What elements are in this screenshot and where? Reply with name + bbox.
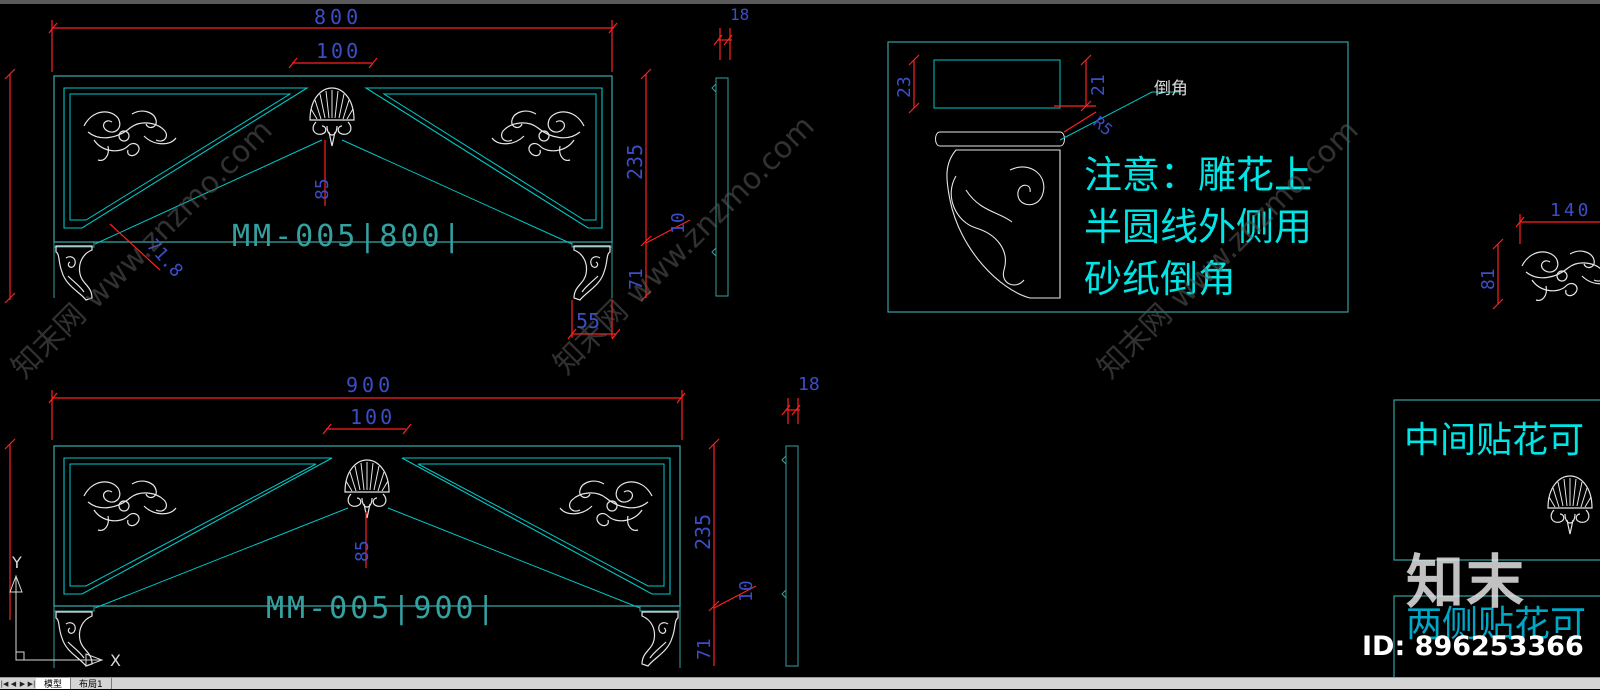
shell-ornament [309,87,355,147]
dim-detail-c: R5 [1089,113,1116,140]
dim-right-h: 81 [1478,268,1499,290]
layout-tab-bar: |◀ ◀ ▶ ▶| 模型 布局1 [0,677,1600,690]
scroll-ornament-left-2 [83,480,177,531]
scroll-ornament-right-2 [559,480,653,531]
dim-top-center: 100 [316,39,361,63]
dim-top-offset: 10 [668,212,689,234]
ucs-x-label: X [110,651,121,670]
label-top-panel: MM-005|800| [232,219,464,254]
dim-top-width: 800 [314,5,362,29]
top-panel-elevation[interactable]: 800 100 235 71 10 55 18 85 71.8 MM-005|8… [4,5,749,340]
dim-bottom-leg: 71 [694,638,715,660]
dim-top-depth: 18 [730,5,749,24]
right-note-box-1[interactable]: 中间贴花可 [1393,399,1600,561]
dim-bottom-offset: 10 [736,580,757,602]
corbel-ornament-right-2 [641,611,679,667]
watermark-url-2: www.znzmo.com [619,109,822,312]
right-ornament-detail[interactable]: 140 81 [1478,200,1600,310]
watermark-url-1: www.znzmo.com [77,113,280,316]
corbel-ornament-right [573,245,611,301]
dim-bottom-depth: 18 [798,374,820,395]
dim-right-w: 140 [1550,200,1592,221]
watermark-site-1: 知末网 [5,297,93,385]
note-line-3: 砂纸倒角 [1084,257,1236,301]
dim-detail-a: 23 [894,76,915,98]
title-bar-strip [0,0,1600,4]
ucs-icon: X Y [9,553,121,670]
dim-top-foot: 55 [576,309,600,333]
next-tab-icon[interactable]: ▶ [19,679,26,688]
watermark-id: ID: 896253366 [1362,631,1584,662]
dim-bottom-center: 100 [350,405,395,429]
prev-tab-icon[interactable]: ◀ [10,679,17,688]
dim-bottom-width: 900 [346,373,394,397]
tab-model[interactable]: 模型 [36,678,72,690]
dim-bottom-height: 235 [691,514,715,550]
ucs-y-label: Y [11,553,22,572]
scroll-ornament-left [83,110,177,161]
dim-bottom-v: 85 [352,540,373,562]
scroll-ornament-right [491,110,585,161]
dim-top-leg: 71 [626,268,647,290]
watermark-site-2: 知末网 [547,293,635,381]
scroll-ornament-right-edge [1521,250,1600,301]
dim-top-v: 85 [312,178,333,200]
shell-ornament-right [1547,475,1593,535]
right-note-1: 中间贴花可 [1404,420,1584,461]
watermark-brand: 知末 [1406,548,1527,616]
note-line-2: 半圆线外侧用 [1084,205,1312,249]
bottom-panel-elevation[interactable]: 900 100 235 71 10 18 85 MM-005|900| [4,373,820,668]
corbel-ornament-left-2 [55,611,93,667]
shell-ornament-2 [344,459,390,519]
right-note-2: 两侧贴花可 [1406,604,1586,645]
first-tab-icon[interactable]: |◀ [0,679,9,688]
detail-box[interactable]: 23 21 R5 倒角 注意：雕花上 半圆线外侧用 砂纸倒角 [887,41,1349,313]
callout-chamfer: 倒角 [1154,79,1188,99]
dim-detail-b: 21 [1088,74,1109,96]
right-note-box-2[interactable]: 两侧贴花可 [1393,595,1600,677]
note-line-1: 注意：雕花上 [1084,153,1312,197]
tab-layout1[interactable]: 布局1 [71,678,112,690]
label-bottom-panel: MM-005|900| [266,591,498,626]
cad-drawing-canvas[interactable]: 800 100 235 71 10 55 18 85 71.8 MM-005|8… [0,4,1600,677]
dim-top-height: 235 [623,144,647,180]
last-tab-icon[interactable]: ▶| [27,679,36,688]
watermark-site-3: 知末网 [1091,297,1179,385]
